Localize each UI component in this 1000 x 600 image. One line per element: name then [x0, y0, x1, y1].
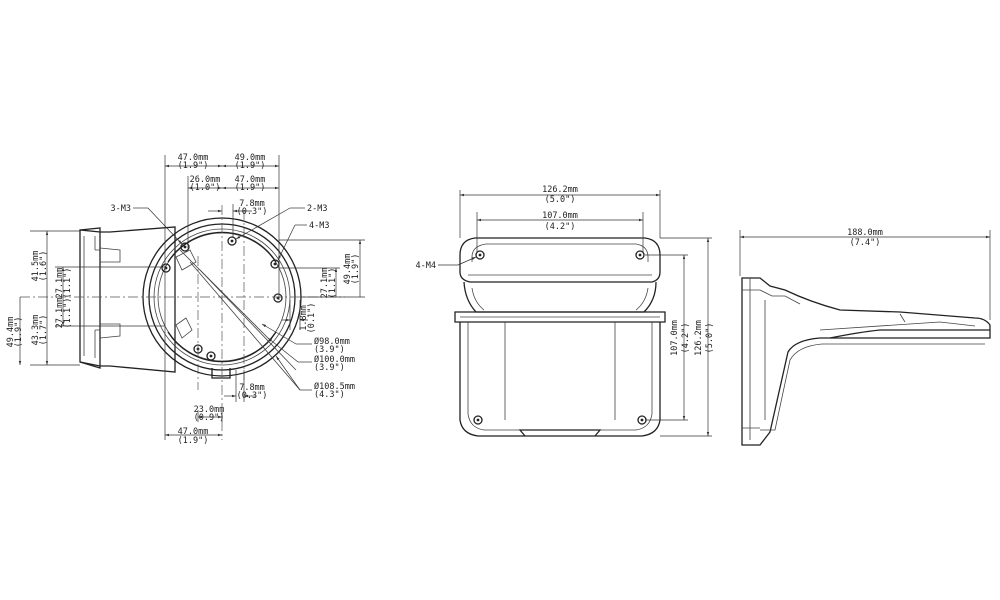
front-bottom-dimensions: 7.8mm (0.3") 23.0mm (0.9") 47.0mm (1.9"): [165, 370, 267, 446]
dim-27-1a-inch: (1.1"): [63, 268, 73, 299]
dim-23-0-inch: (0.9"): [194, 413, 225, 423]
dim-27-1b-inch: (1.1"): [63, 298, 73, 329]
dim-7-8-bottom-mm: 7.8mm: [239, 383, 265, 393]
side-view-dimensions: 188.0mm (7.4"): [739, 228, 991, 320]
front-diameter-callouts: Ø98.0mm (3.9") Ø100.0mm (3.9") Ø108.5mm …: [261, 323, 355, 400]
dim-43-3-inch: (1.7"): [39, 315, 49, 346]
front-right-dimensions: 49.4mm (1.9") 27.1mm (1.1") 1.8mm (0.1"): [279, 239, 365, 334]
dim-dia-100-inch: (3.9"): [314, 363, 345, 373]
dim-126-2-width-inch: (5.0"): [545, 195, 576, 205]
dim-dia-98-mm: Ø98.0mm: [314, 336, 350, 347]
top-view-body: [454, 237, 666, 437]
dim-27-1-right-inch: (1.1"): [328, 268, 338, 299]
dim-47-0b-inch: (1.9"): [235, 183, 266, 193]
dim-188-0-inch: (7.4"): [850, 238, 881, 248]
callout-4-m4: 4-M4: [416, 261, 436, 271]
dim-126-2-height-inch: (5.0"): [705, 323, 715, 354]
front-top-dimensions: 47.0mm (1.9") 49.0mm (1.9") 26.0mm (1.0"…: [164, 153, 280, 440]
side-view: 188.0mm (7.4"): [739, 228, 991, 446]
callout-4-m3: 4-M3: [309, 221, 329, 231]
front-view: 47.0mm (1.9") 49.0mm (1.9") 26.0mm (1.0"…: [6, 153, 365, 446]
front-left-dimensions: 41.5mm (1.6") 27.1mm (1.1") 27.1mm (1.1"…: [6, 230, 165, 366]
dim-23-0-mm: 23.0mm: [194, 405, 225, 415]
dim-26-0-mm: 26.0mm: [190, 175, 221, 185]
dim-107-0-width-mm: 107.0mm: [542, 211, 578, 221]
side-view-body: [741, 277, 991, 446]
dim-47-0-top-inch: (1.9"): [178, 161, 209, 171]
dim-49-4-right-mm: 49.4mm: [343, 254, 353, 285]
dim-1-8-mm: 1.8mm: [299, 305, 309, 331]
top-view: 126.2mm (5.0") 107.0mm (4.2") 107.0mm (4…: [416, 185, 715, 437]
dim-107-0-width-inch: (4.2"): [545, 222, 576, 232]
dim-49-4-left-inch: (1.9"): [14, 317, 24, 348]
dim-27-1a-mm: 27.1mm: [55, 268, 65, 299]
top-view-dimensions: 126.2mm (5.0") 107.0mm (4.2") 107.0mm (4…: [416, 185, 715, 437]
dim-dia-108-inch: (4.3"): [314, 390, 345, 400]
dim-dia-98-inch: (3.9"): [314, 345, 345, 355]
dim-47-0-bottom-inch: (1.9"): [178, 436, 209, 446]
front-callouts: 3-M3 2-M3 4-M3: [111, 204, 329, 261]
dim-49-4-right-inch: (1.9"): [351, 254, 361, 285]
dim-107-0-height-inch: (4.2"): [681, 323, 691, 354]
dim-49-0-inch: (1.9"): [235, 161, 266, 171]
dim-107-0-height-mm: 107.0mm: [670, 320, 680, 356]
dim-7-8-top-inch: (0.3"): [237, 207, 268, 217]
dim-dia-108-mm: Ø108.5mm: [314, 381, 355, 392]
dim-47-0b-mm: 47.0mm: [235, 175, 266, 185]
dim-7-8-top-mm: 7.8mm: [239, 199, 265, 209]
dim-126-2-height-mm: 126.2mm: [694, 320, 704, 356]
dim-41-5-inch: (1.6"): [39, 251, 49, 282]
dim-188-0-mm: 188.0mm: [847, 228, 883, 238]
dim-49-0-mm: 49.0mm: [235, 153, 266, 163]
dim-7-8-bottom-inch: (0.3"): [237, 391, 268, 401]
dim-49-4-left-mm: 49.4mm: [6, 317, 16, 348]
dim-27-1b-mm: 27.1mm: [55, 298, 65, 329]
dim-41-5-mm: 41.5mm: [31, 251, 41, 282]
callout-2-m3: 2-M3: [307, 204, 327, 214]
dim-47-0-top-mm: 47.0mm: [178, 153, 209, 163]
dim-26-0-inch: (1.0"): [190, 183, 221, 193]
dim-27-1-right-mm: 27.1mm: [320, 268, 330, 299]
dim-126-2-width-mm: 126.2mm: [542, 185, 578, 195]
dim-1-8-inch: (0.1"): [307, 303, 317, 334]
dim-43-3-mm: 43.3mm: [31, 315, 41, 346]
dim-dia-100-mm: Ø100.0mm: [314, 354, 355, 365]
dim-47-0-bottom-mm: 47.0mm: [178, 427, 209, 437]
callout-3-m3: 3-M3: [111, 204, 131, 214]
